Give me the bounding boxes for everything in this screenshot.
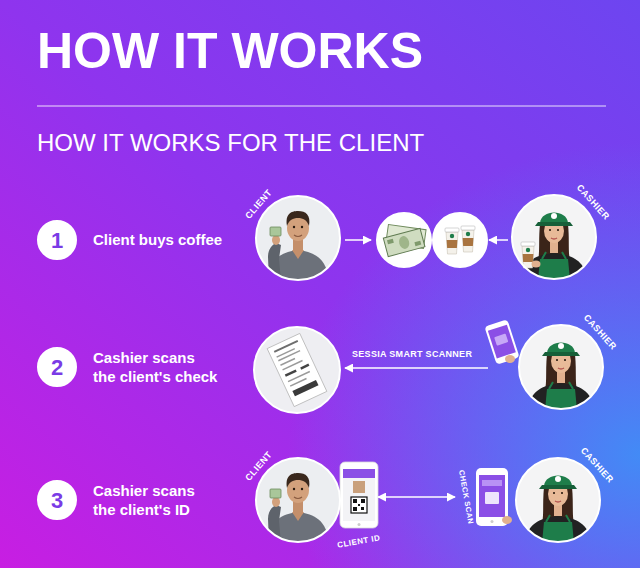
client-photo-circle: CLIENT bbox=[255, 457, 341, 543]
client-photo-circle: CLIENT bbox=[255, 195, 341, 281]
photo-ring-outline bbox=[256, 196, 340, 280]
qr-block bbox=[353, 499, 357, 503]
double-arrow bbox=[378, 496, 455, 498]
bill-mark bbox=[387, 239, 394, 244]
cashier-photo-circle: CASHIER bbox=[511, 194, 597, 280]
photo-ring bbox=[255, 195, 341, 281]
receipt-line bbox=[274, 340, 298, 353]
client-photo bbox=[255, 195, 341, 281]
photo-ring bbox=[255, 457, 341, 543]
client-id-phone bbox=[340, 462, 378, 528]
coffee-cup bbox=[445, 228, 459, 254]
receipt-line bbox=[276, 348, 295, 358]
step-number-circle: 2 bbox=[37, 347, 77, 387]
receipt bbox=[267, 333, 327, 406]
photo-ring-outline bbox=[512, 195, 596, 279]
bill-portrait bbox=[398, 235, 411, 250]
qr-block bbox=[358, 504, 360, 506]
step-number-circle: 1 bbox=[37, 220, 77, 260]
screen-bar bbox=[482, 480, 502, 486]
phone-screen bbox=[343, 469, 375, 521]
qr-block bbox=[353, 507, 357, 511]
arrow bbox=[345, 239, 371, 241]
avatar bbox=[353, 481, 365, 493]
screen-header bbox=[343, 469, 375, 478]
receipt-line bbox=[278, 350, 300, 362]
qr-block bbox=[361, 499, 365, 503]
step-number: 3 bbox=[51, 488, 63, 513]
qr-block bbox=[361, 507, 364, 510]
dollar-bill bbox=[383, 228, 425, 256]
receipt-line bbox=[300, 364, 309, 370]
cashier-photo bbox=[515, 457, 601, 543]
page-title: HOW IT WORKS bbox=[37, 26, 423, 76]
phone-button bbox=[491, 520, 494, 523]
photo-ring bbox=[515, 457, 601, 543]
subtitle: HOW IT WORKS FOR THE CLIENT bbox=[37, 127, 424, 158]
number-disc-shape bbox=[38, 481, 76, 519]
receipt-line bbox=[288, 371, 310, 383]
cashier-photo-circle: CASHIER bbox=[515, 457, 601, 543]
photo-ring-outline bbox=[256, 458, 340, 542]
screen-icon bbox=[494, 333, 508, 345]
phone-body bbox=[484, 319, 519, 364]
coffee-cup bbox=[461, 226, 475, 252]
step-number-circle: 3 bbox=[37, 480, 77, 520]
phone-body bbox=[340, 462, 378, 528]
check-scan-phone: CHECK SCAN bbox=[455, 468, 508, 526]
phone-screen bbox=[488, 325, 516, 359]
smart-scanner-phone bbox=[484, 319, 519, 364]
qr-code bbox=[351, 497, 367, 513]
step-number: 2 bbox=[51, 355, 63, 380]
hand bbox=[505, 355, 515, 363]
bill-mark bbox=[414, 241, 421, 246]
client-id-phone: CLIENT ID bbox=[340, 462, 378, 528]
circle-label: CASHIER bbox=[581, 313, 618, 353]
screen-icon bbox=[485, 492, 499, 504]
photo-ring bbox=[511, 194, 597, 280]
receipt-circle bbox=[254, 327, 340, 413]
check-scan-phone bbox=[476, 468, 508, 526]
photo-ring-outline bbox=[519, 325, 603, 409]
cashier-photo-circle: CASHIER bbox=[518, 324, 604, 410]
receipt-paper bbox=[267, 333, 327, 406]
cashier-photo bbox=[511, 194, 597, 280]
circle-label: CLIENT bbox=[243, 449, 274, 483]
bill bbox=[383, 228, 425, 256]
phone-screen bbox=[479, 475, 505, 517]
hand bbox=[532, 261, 541, 268]
circle-label: CASHIER bbox=[578, 446, 615, 486]
receipt-line bbox=[285, 370, 297, 377]
money-circle bbox=[377, 213, 431, 267]
step-text: Cashier scans the client's ID bbox=[93, 481, 197, 520]
number-disc-shape bbox=[38, 348, 76, 386]
step-number: 1 bbox=[51, 228, 63, 253]
arrow bbox=[345, 367, 488, 369]
step-text: Client buys coffee bbox=[93, 230, 222, 250]
hand bbox=[502, 516, 512, 524]
receipt-barcode bbox=[292, 380, 318, 396]
scanner-label: SESSIA SMART SCANNER bbox=[352, 349, 472, 361]
phone-button bbox=[358, 523, 361, 526]
phone-label: CHECK SCAN bbox=[456, 469, 474, 525]
receipt-line bbox=[282, 360, 303, 371]
circle-label: CLIENT bbox=[243, 187, 274, 221]
phone-body bbox=[476, 468, 508, 526]
number-disc-shape bbox=[38, 221, 76, 259]
photo-ring bbox=[518, 324, 604, 410]
step-text: Cashier scans the client's check bbox=[93, 348, 220, 387]
photo-ring-outline bbox=[516, 458, 600, 542]
circle-label: CASHIER bbox=[574, 183, 611, 223]
arrow bbox=[489, 239, 508, 241]
phone-label: CLIENT ID bbox=[337, 533, 382, 550]
divider-line bbox=[37, 106, 606, 107]
coffee-circle bbox=[433, 213, 487, 267]
client-photo bbox=[255, 457, 341, 543]
cashier-photo bbox=[518, 324, 604, 410]
